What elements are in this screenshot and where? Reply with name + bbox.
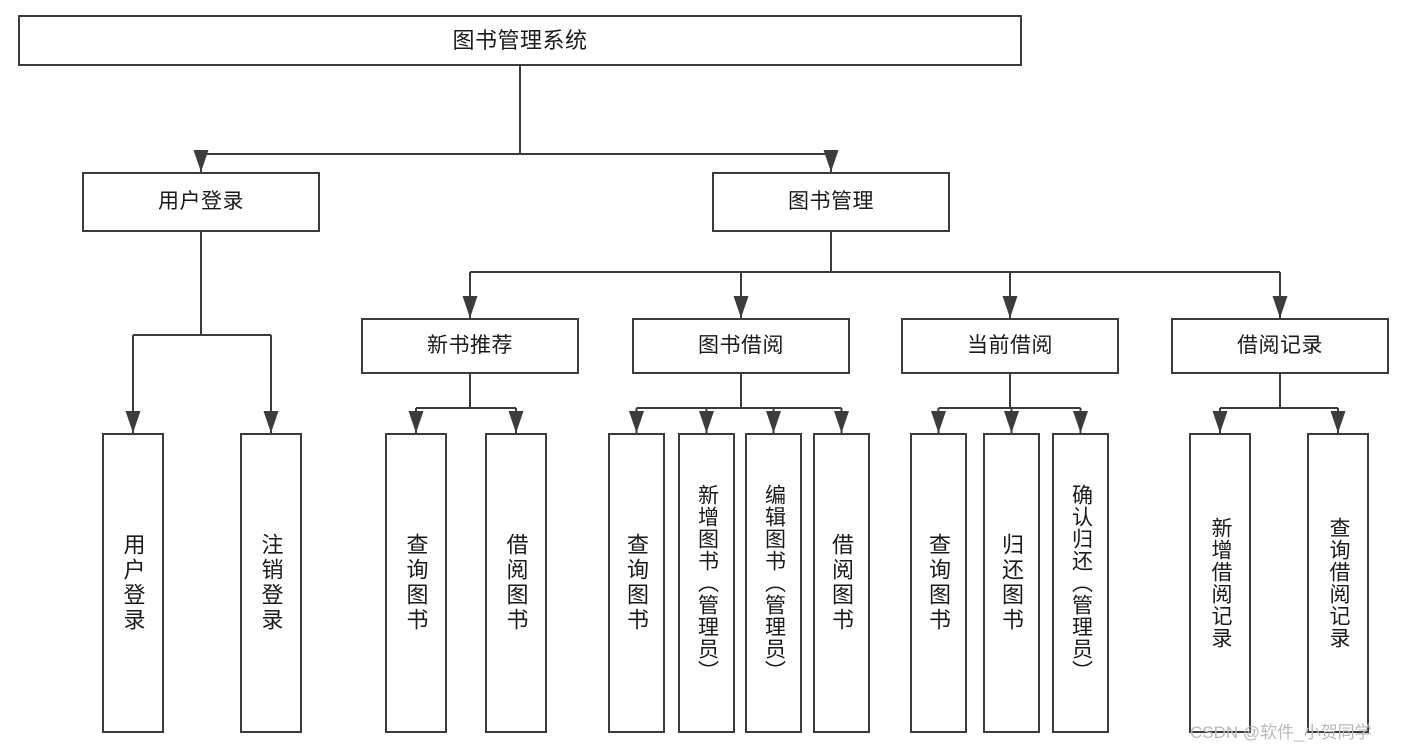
node-label: 借阅记录 xyxy=(1237,333,1323,357)
node-r_query[interactable]: 查询借阅记录 xyxy=(1307,433,1369,733)
node-r_add[interactable]: 新增借阅记录 xyxy=(1189,433,1251,733)
node-l_login[interactable]: 用户登录 xyxy=(102,433,164,733)
node-label: 归还图书 xyxy=(999,533,1025,633)
node-label: 借阅图书 xyxy=(503,533,529,633)
node-login[interactable]: 用户登录 xyxy=(82,172,320,232)
node-label: 图书管理 xyxy=(788,189,874,213)
arrowhead xyxy=(193,150,209,172)
node-n_query[interactable]: 查询图书 xyxy=(385,433,447,733)
arrowhead xyxy=(834,411,849,433)
node-label: 新书推荐 xyxy=(427,333,513,357)
node-borrow[interactable]: 图书借阅 xyxy=(632,318,850,374)
arrowhead xyxy=(931,411,946,433)
arrowhead xyxy=(629,411,644,433)
node-label: 用户登录 xyxy=(120,533,146,633)
node-c_confirm[interactable]: 确认归还（管理员） xyxy=(1052,433,1109,733)
node-b_lend[interactable]: 借阅图书 xyxy=(813,433,870,733)
arrowhead xyxy=(1272,296,1288,318)
arrowhead xyxy=(125,411,141,433)
node-b_add[interactable]: 新增图书（管理员） xyxy=(678,433,735,733)
node-label: 当前借阅 xyxy=(967,333,1053,357)
node-label: 查询图书 xyxy=(624,533,650,633)
node-records[interactable]: 借阅记录 xyxy=(1171,318,1389,374)
arrowhead xyxy=(1330,411,1346,433)
arrowhead xyxy=(733,296,749,318)
node-label: 新增借阅记录 xyxy=(1209,517,1233,649)
node-n_borrow[interactable]: 借阅图书 xyxy=(485,433,547,733)
arrowhead xyxy=(462,296,478,318)
node-label: 借阅图书 xyxy=(829,533,855,633)
arrowhead xyxy=(1212,411,1228,433)
arrowhead xyxy=(1002,296,1018,318)
arrowhead xyxy=(263,411,279,433)
node-l_logout[interactable]: 注销登录 xyxy=(240,433,302,733)
csdn-watermark: CSDN @软件_小贺同学 xyxy=(1190,723,1372,742)
arrowhead xyxy=(823,150,839,172)
node-label: 编辑图书（管理员） xyxy=(762,484,786,682)
arrowhead xyxy=(1073,411,1088,433)
arrowhead xyxy=(1004,411,1019,433)
arrowhead xyxy=(766,411,781,433)
arrowhead xyxy=(508,411,524,433)
node-b_edit[interactable]: 编辑图书（管理员） xyxy=(745,433,802,733)
node-root[interactable]: 图书管理系统 xyxy=(18,15,1022,66)
node-label: 查询图书 xyxy=(926,533,952,633)
node-b_query[interactable]: 查询图书 xyxy=(608,433,665,733)
node-label: 用户登录 xyxy=(158,189,244,213)
node-label: 新增图书（管理员） xyxy=(695,484,719,682)
arrowhead xyxy=(408,411,424,433)
node-c_query[interactable]: 查询图书 xyxy=(910,433,967,733)
node-label: 确认归还（管理员） xyxy=(1069,484,1093,682)
node-label: 图书管理系统 xyxy=(452,27,588,53)
node-bookmgmt[interactable]: 图书管理 xyxy=(712,172,950,232)
node-current[interactable]: 当前借阅 xyxy=(901,318,1119,374)
node-c_return[interactable]: 归还图书 xyxy=(983,433,1040,733)
node-label: 查询图书 xyxy=(403,533,429,633)
node-label: 查询借阅记录 xyxy=(1327,517,1351,649)
node-label: 图书借阅 xyxy=(698,333,784,357)
node-newbook[interactable]: 新书推荐 xyxy=(361,318,579,374)
node-label: 注销登录 xyxy=(258,533,284,633)
arrowhead xyxy=(699,411,714,433)
